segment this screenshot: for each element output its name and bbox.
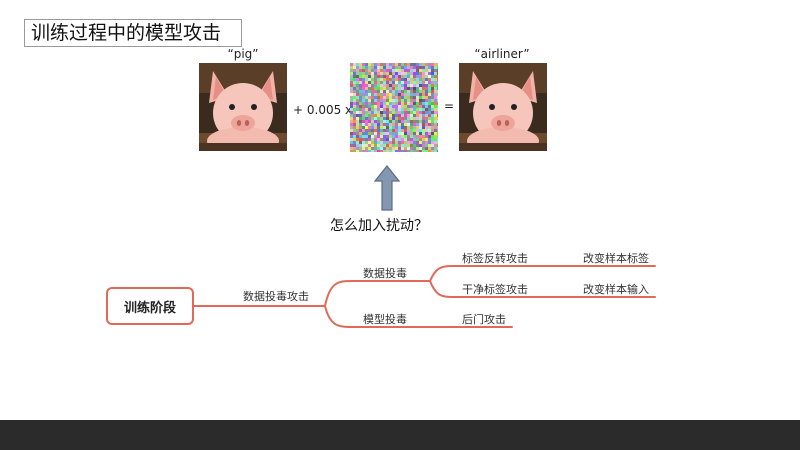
connector-clean-label bbox=[429, 280, 656, 298]
node-data-poison: 数据投毒 bbox=[363, 267, 407, 280]
node-clean-label: 干净标签攻击 bbox=[462, 283, 528, 296]
connector-data-poison bbox=[324, 280, 431, 307]
pig-illustration bbox=[199, 63, 287, 151]
equals-sign: = bbox=[444, 99, 455, 113]
node-backdoor: 后门攻击 bbox=[462, 313, 506, 326]
mindmap-root-node: 训练阶段 bbox=[106, 287, 194, 325]
mindmap-connectors bbox=[193, 265, 656, 328]
up-arrow-icon bbox=[374, 165, 400, 211]
slide-title: 训练过程中的模型攻击 bbox=[24, 19, 242, 47]
node-data-poison-attack: 数据投毒攻击 bbox=[243, 290, 309, 303]
node-change-label: 改变样本标签 bbox=[583, 252, 649, 265]
node-label-flip: 标签反转攻击 bbox=[462, 252, 528, 265]
perturbation-question: 怎么加入扰动？ bbox=[330, 218, 428, 234]
bottom-bar bbox=[0, 420, 800, 450]
connector-label-flip bbox=[429, 265, 656, 282]
slide-canvas: 训练过程中的模型攻击 “pig” “airliner” + 0.005 x = bbox=[24, 19, 656, 328]
pig-label: “pig” bbox=[227, 47, 259, 61]
adversarial-pig-illustration bbox=[459, 63, 547, 151]
adversarial-pig-image bbox=[459, 63, 547, 151]
node-model-poison: 模型投毒 bbox=[363, 313, 407, 326]
perturbation-noise bbox=[350, 63, 438, 152]
node-change-input: 改变样本输入 bbox=[583, 283, 649, 296]
pig-image bbox=[199, 63, 287, 151]
airliner-label: “airliner” bbox=[474, 47, 530, 61]
connector-model-poison bbox=[324, 305, 513, 328]
plus-coefficient: + 0.005 x bbox=[293, 103, 353, 117]
noise-image bbox=[350, 63, 438, 152]
